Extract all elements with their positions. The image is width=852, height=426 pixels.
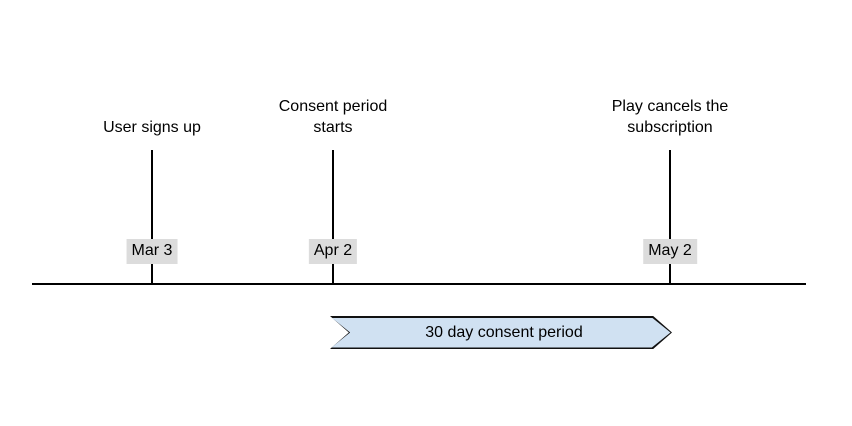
- event-caption-line: User signs up: [103, 119, 201, 136]
- event-caption-play-cancels-subscription: Play cancels the subscription: [612, 96, 729, 138]
- event-date-may-2: May 2: [643, 239, 697, 264]
- event-caption-consent-period-starts: Consent period starts: [279, 96, 388, 138]
- consent-period-banner-label: 30 day consent period: [425, 323, 583, 341]
- event-date-mar-3: Mar 3: [126, 239, 178, 264]
- event-stem-play-cancels-subscription: [669, 150, 671, 283]
- event-caption-line: Play cancels the: [611, 98, 729, 115]
- event-caption-line: starts: [313, 119, 353, 136]
- event-caption-line: subscription: [627, 119, 713, 136]
- consent-period-banner: 30 day consent period: [331, 317, 671, 348]
- event-caption-user-signs-up: User signs up: [103, 117, 201, 138]
- event-stem-consent-period-starts: [332, 150, 334, 283]
- event-date-apr-2: Apr 2: [308, 239, 358, 264]
- event-caption-line: Consent period: [278, 98, 388, 115]
- event-stem-user-signs-up: [151, 150, 153, 283]
- timeline-axis: [32, 283, 806, 285]
